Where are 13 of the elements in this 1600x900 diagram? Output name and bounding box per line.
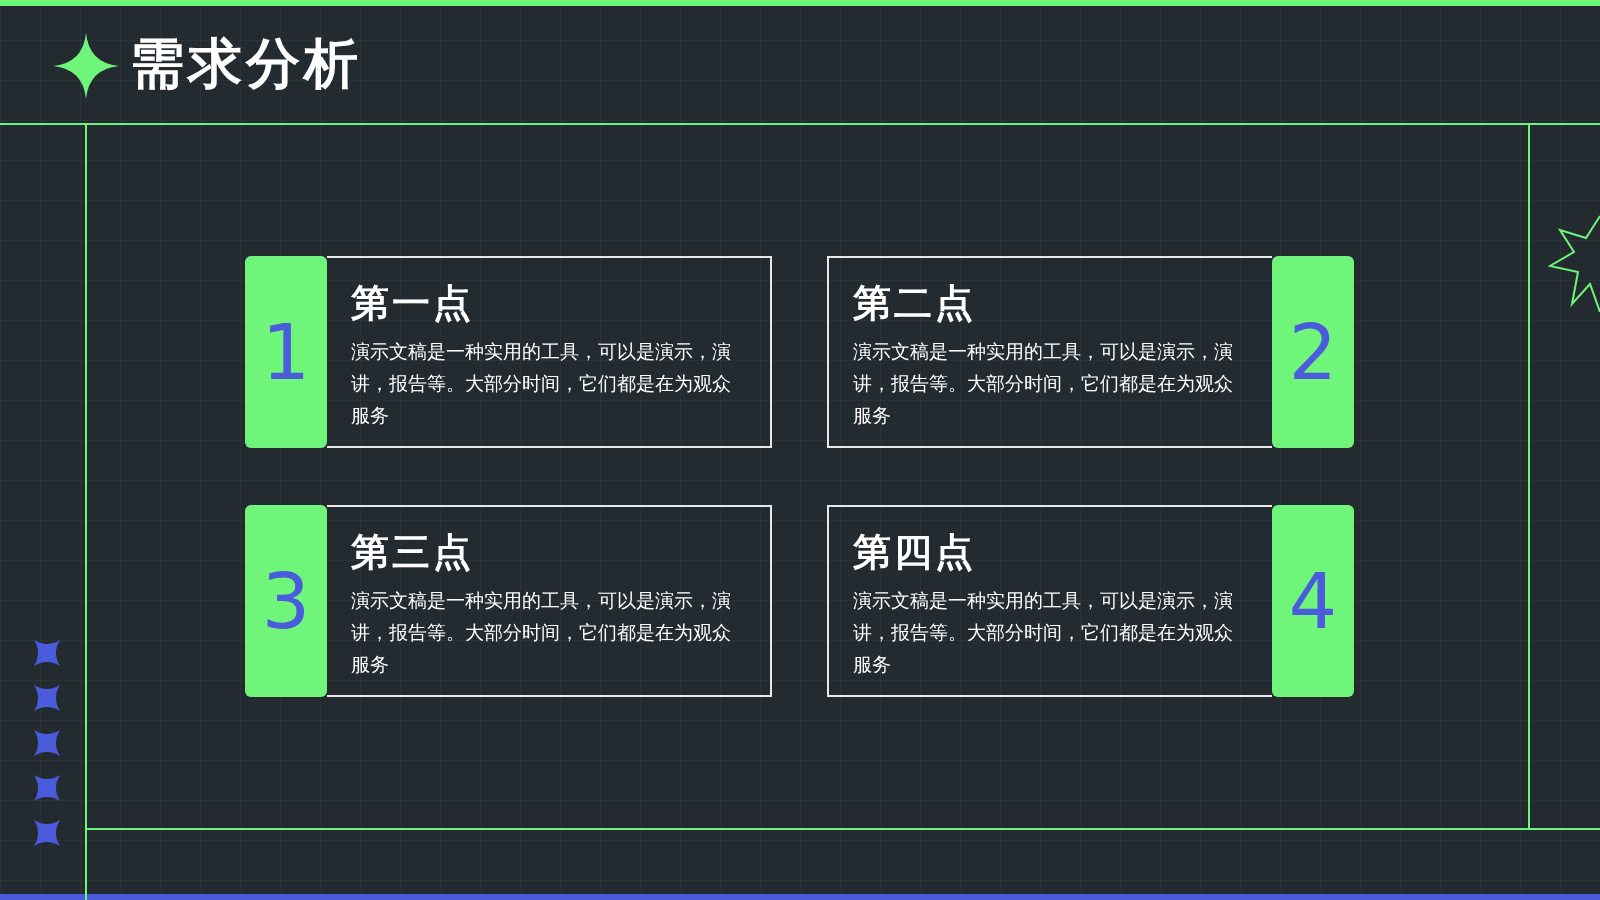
card-text: 演示文稿是一种实用的工具，可以是演示，演讲，报告等。大部分时间，它们都是在为观众服务	[351, 588, 732, 677]
card-text: 演示文稿是一种实用的工具，可以是演示，演讲，报告等。大部分时间，它们都是在为观众服务	[853, 339, 1234, 428]
number-tab: 1	[245, 256, 327, 448]
card-heading: 第一点	[351, 280, 475, 327]
card-text: 演示文稿是一种实用的工具，可以是演示，演讲，报告等。大部分时间，它们都是在为观众服务	[351, 339, 732, 428]
number-tab: 4	[1272, 505, 1354, 697]
number-tab: 2	[1272, 256, 1354, 448]
card-heading: 第三点	[351, 529, 475, 576]
card-text: 演示文稿是一种实用的工具，可以是演示，演讲，报告等。大部分时间，它们都是在为观众服务	[853, 588, 1234, 677]
card-heading: 第二点	[853, 280, 977, 327]
slide-title: 需求分析	[130, 31, 362, 97]
card-heading: 第四点	[853, 529, 977, 576]
number-tab: 3	[245, 505, 327, 697]
